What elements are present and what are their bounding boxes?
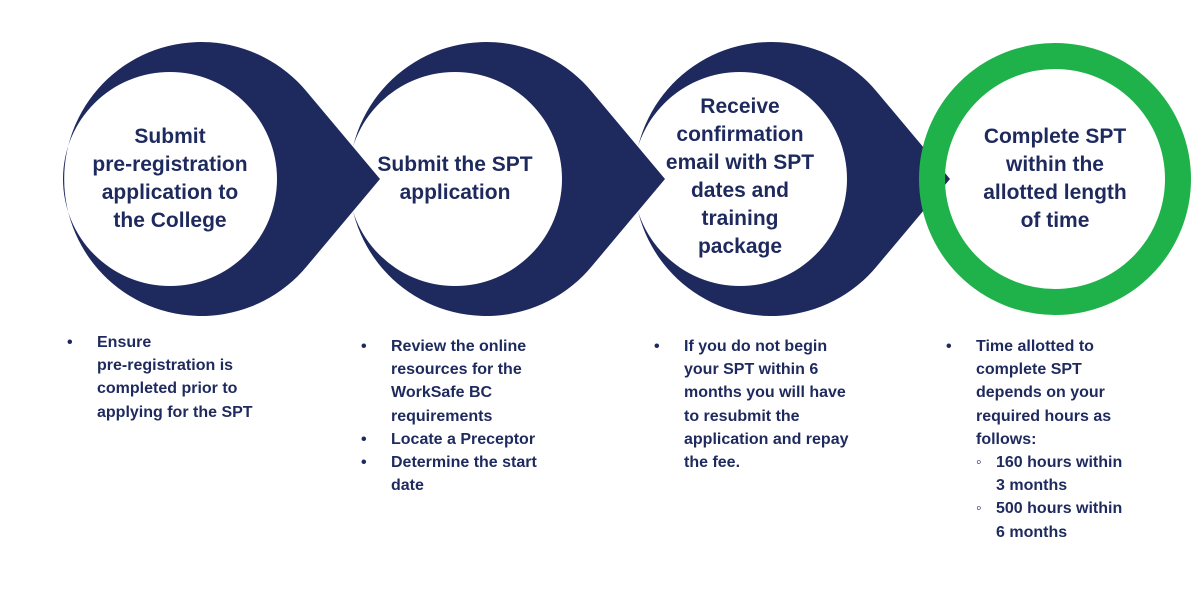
step-4-title: Complete SPT within the allotted length … — [983, 125, 1127, 232]
step-1-notes: Ensure pre-registration is completed pri… — [62, 331, 302, 424]
list-item: Time allotted to complete SPT depends on… — [941, 335, 1191, 544]
sub-list-item: 160 hours within 3 months — [976, 451, 1191, 497]
list-item: Ensure pre-registration is completed pri… — [62, 331, 302, 424]
step-3-title: Receive confirmation email with SPT date… — [665, 95, 815, 258]
step-2-ring — [348, 42, 665, 316]
step-4-notes: Time allotted to complete SPT depends on… — [941, 335, 1191, 544]
list-item: If you do not begin your SPT within 6 mo… — [649, 335, 909, 474]
step-2-notes: Review the online resources for the Work… — [356, 335, 606, 497]
step-3-notes: If you do not begin your SPT within 6 mo… — [649, 335, 909, 474]
sub-list: 160 hours within 3 months 500 hours with… — [976, 451, 1191, 544]
step-1-ring — [62, 42, 380, 316]
step-3-ring — [633, 42, 950, 316]
list-item: Locate a Preceptor — [356, 428, 606, 451]
step-4-ring — [919, 43, 1191, 315]
sub-list-item: 500 hours within 6 months — [976, 497, 1191, 543]
list-item: Determine the start date — [356, 451, 606, 497]
step-2-title: Submit the SPT application — [377, 153, 533, 204]
step-1-title: Submit pre-registration application to t… — [92, 125, 248, 232]
list-item: Review the online resources for the Work… — [356, 335, 606, 428]
